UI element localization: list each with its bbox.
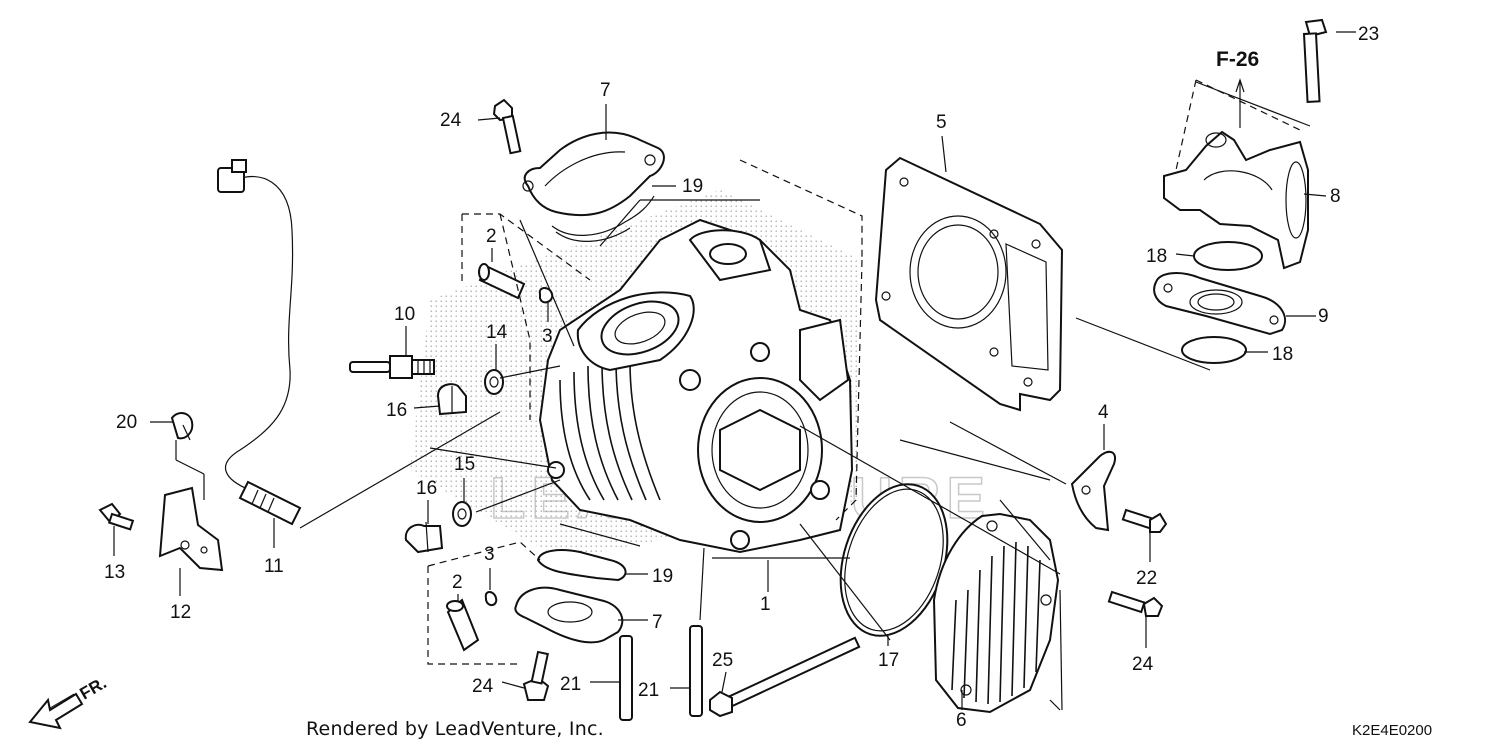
part-washer-14[interactable] [484,369,504,395]
callout-7: 7 [652,612,663,633]
callout-17: 17 [878,650,899,671]
callout-1: 1 [760,594,771,615]
front-label: FR. [77,673,110,703]
callout-16: 16 [416,478,437,499]
group-outline-lower-valve [427,541,541,665]
callout-8: 8 [1330,186,1341,207]
callout-12: 12 [170,602,191,623]
callout-11: 11 [264,556,284,577]
part-bolt-25[interactable] [709,636,861,718]
part-valve-guide-upper[interactable] [478,263,526,300]
callout-13: 13 [104,562,125,583]
part-intake-pipe[interactable] [1163,130,1309,270]
callout-5: 5 [936,112,947,133]
callout-labels: 1223345677891011121314151616171818191920… [104,24,1379,731]
group-outline-head-right [739,159,863,521]
part-head-gasket[interactable] [874,156,1064,412]
callout-23: 23 [1358,24,1379,45]
group-outline-intake [1175,79,1301,171]
callout-18: 18 [1146,246,1167,267]
callout-10: 10 [394,304,415,325]
part-bolt-24-top[interactable] [492,98,522,155]
part-cover-7-lower[interactable] [514,586,624,644]
callout-18: 18 [1272,344,1293,365]
callout-14: 14 [486,322,508,343]
callout-2: 2 [486,226,497,247]
callout-19: 19 [682,176,703,197]
part-valve-guide-lower[interactable] [446,598,480,652]
callout-7: 7 [600,80,611,101]
part-clip-3-lower[interactable] [484,591,498,606]
callout-21: 21 [638,680,659,701]
callout-3: 3 [542,326,553,347]
part-bracket[interactable] [158,486,224,572]
part-clip[interactable] [170,412,194,441]
part-stud-21-right[interactable] [689,625,703,717]
part-insulator[interactable] [1153,272,1287,336]
part-stud-21-left[interactable] [619,635,633,721]
reference-label: F-26 [1216,48,1259,71]
part-bolt-22[interactable] [1121,508,1168,533]
callout-19: 19 [652,566,673,587]
part-bolt-24-right[interactable] [1107,590,1164,617]
part-cover-7-upper[interactable] [522,131,665,217]
part-gasket-19-upper[interactable] [551,195,655,242]
part-bolt-24-bottom[interactable] [522,650,550,701]
part-side-cover[interactable] [932,512,1060,714]
part-bolt-13[interactable] [98,502,135,531]
part-cap-nut-lower[interactable] [404,521,444,554]
callout-9: 9 [1318,306,1329,327]
part-oring-18-upper[interactable] [1193,241,1263,271]
part-guide-plate[interactable] [1070,450,1116,532]
group-outline-upper-valve [461,213,591,420]
callout-21: 21 [560,674,581,695]
part-cap-nut-upper[interactable] [436,383,467,416]
callout-25: 25 [712,650,733,671]
callout-24: 24 [1132,654,1154,675]
callout-22: 22 [1136,568,1157,589]
part-cylinder-head[interactable] [538,218,854,554]
callout-4: 4 [1098,402,1109,423]
diagram-code: K2E4E0200 [1352,722,1433,739]
part-spark-plug[interactable] [349,355,435,379]
part-washer-15[interactable] [452,501,472,527]
callout-6: 6 [956,710,967,731]
part-oring-18-lower[interactable] [1181,336,1247,364]
callout-20: 20 [116,412,137,433]
callout-24: 24 [440,110,462,131]
callout-15: 15 [454,454,475,475]
footer-credit: Rendered by LeadVenture, Inc. [306,718,604,740]
leader-lines [113,31,1356,711]
callout-16: 16 [386,400,407,421]
part-o2-sensor[interactable] [217,159,302,526]
callout-24: 24 [472,676,494,697]
part-gasket-19-lower[interactable] [536,549,627,582]
part-bolt-23[interactable] [1302,18,1328,103]
callout-2: 2 [452,572,463,593]
front-arrow-icon [28,692,84,730]
callout-3: 3 [484,544,495,565]
